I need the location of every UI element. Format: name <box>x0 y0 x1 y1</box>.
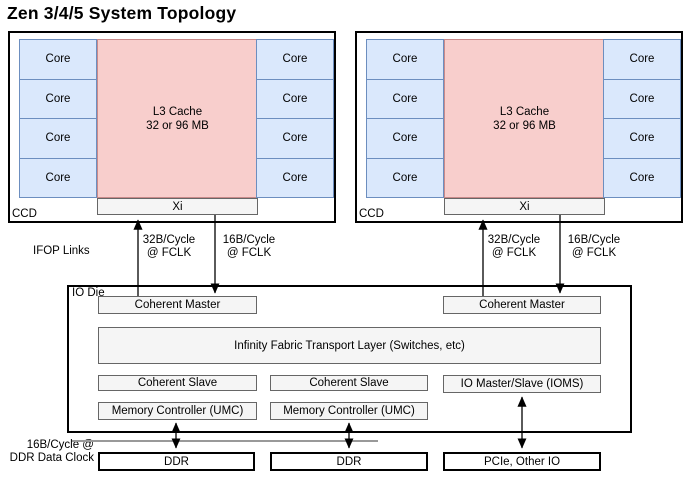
link-clock: @ FCLK <box>146 247 192 259</box>
l3-cache-name: L3 Cache <box>152 105 203 118</box>
ccd-0-label: CCD <box>12 208 37 220</box>
ddr-clock-domain: DDR Data Clock <box>9 452 94 464</box>
link-clock: @ FCLK <box>491 247 537 259</box>
coherent-master-1: Coherent Master <box>443 296 601 314</box>
core: Core <box>256 78 334 119</box>
ddr-clock-note: 16B/Cycle @ DDR Data Clock <box>2 439 94 465</box>
core: Core <box>366 39 444 80</box>
pcie-other-io-box: PCIe, Other IO <box>443 452 601 471</box>
ccd-1-xi-interface: Xi <box>444 198 605 215</box>
core: Core <box>366 78 444 119</box>
ccd-0: Core Core Core Core L3 Cache 32 or 96 MB… <box>8 31 336 223</box>
io-die-label: IO Die <box>72 287 105 299</box>
coherent-master-0: Coherent Master <box>98 296 257 314</box>
core: Core <box>603 78 681 119</box>
ccd-1-label: CCD <box>359 208 384 220</box>
core: Core <box>19 78 97 119</box>
l3-cache-name: L3 Cache <box>499 105 550 118</box>
diagram-title: Zen 3/4/5 System Topology <box>7 3 237 23</box>
memory-controller-umc-1: Memory Controller (UMC) <box>270 402 428 420</box>
link-clock: @ FCLK <box>226 247 272 259</box>
core: Core <box>366 157 444 198</box>
core: Core <box>256 157 334 198</box>
infinity-fabric-transport-layer: Infinity Fabric Transport Layer (Switche… <box>98 327 601 364</box>
io-master-slave-ioms: IO Master/Slave (IOMS) <box>443 375 601 393</box>
l3-cache-size: 32 or 96 MB <box>146 119 209 132</box>
core: Core <box>603 118 681 159</box>
ddr-box-0: DDR <box>98 452 255 471</box>
ddr-box-1: DDR <box>270 452 428 471</box>
link-bandwidth: 16B/Cycle <box>222 234 276 246</box>
ccd-0-core-column-right: Core Core Core Core <box>256 39 334 198</box>
ddr-clock-bandwidth: 16B/Cycle @ <box>26 439 94 451</box>
core: Core <box>19 39 97 80</box>
coherent-slave-1: Coherent Slave <box>270 375 428 391</box>
core: Core <box>256 39 334 80</box>
core: Core <box>19 118 97 159</box>
ccd-1-core-column-right: Core Core Core Core <box>603 39 681 198</box>
ccd-0-xi-interface: Xi <box>97 198 258 215</box>
core: Core <box>603 39 681 80</box>
ccd-0-l3-cache: L3 Cache 32 or 96 MB <box>97 39 258 198</box>
l3-cache-size: 32 or 96 MB <box>493 119 556 132</box>
link-note-ccd1-write: 16B/Cycle @ FCLK <box>562 234 626 260</box>
ifop-links-label: IFOP Links <box>33 245 90 257</box>
link-note-ccd1-read: 32B/Cycle @ FCLK <box>482 234 546 260</box>
link-clock: @ FCLK <box>571 247 617 259</box>
core: Core <box>366 118 444 159</box>
core: Core <box>603 157 681 198</box>
ccd-1: Core Core Core Core L3 Cache 32 or 96 MB… <box>355 31 683 223</box>
ccd-1-l3-cache: L3 Cache 32 or 96 MB <box>444 39 605 198</box>
link-note-ccd0-write: 16B/Cycle @ FCLK <box>217 234 281 260</box>
link-bandwidth: 32B/Cycle <box>142 234 196 246</box>
core: Core <box>256 118 334 159</box>
link-bandwidth: 32B/Cycle <box>487 234 541 246</box>
memory-controller-umc-0: Memory Controller (UMC) <box>98 402 257 420</box>
core: Core <box>19 157 97 198</box>
link-note-ccd0-read: 32B/Cycle @ FCLK <box>137 234 201 260</box>
io-die: IO Die Coherent Master Coherent Master I… <box>67 285 632 433</box>
coherent-slave-0: Coherent Slave <box>98 375 257 391</box>
ccd-1-core-column-left: Core Core Core Core <box>366 39 444 198</box>
link-bandwidth: 16B/Cycle <box>567 234 621 246</box>
ccd-0-core-column-left: Core Core Core Core <box>19 39 97 198</box>
